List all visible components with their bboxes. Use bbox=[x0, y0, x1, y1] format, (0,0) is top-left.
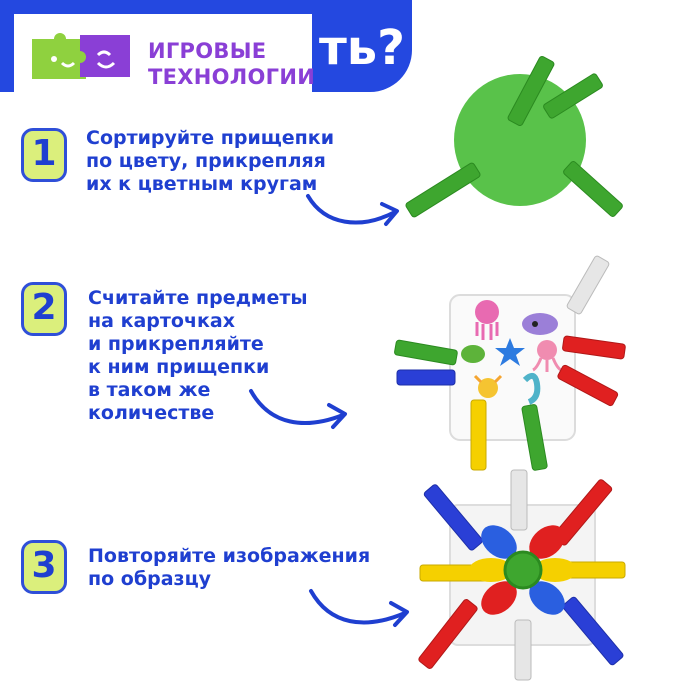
green-circle-with-clothespins-icon bbox=[405, 56, 623, 218]
step-3-line: по образцу bbox=[88, 568, 212, 590]
step-2-text: Считайте предметы на карточках и прикреп… bbox=[88, 287, 308, 425]
step-2-line: в таком же bbox=[88, 379, 211, 401]
brand-logo: ИГРОВЫЕ ТЕХНОЛОГИИ bbox=[14, 14, 315, 94]
step-2-line: к ним прищепки bbox=[88, 356, 270, 378]
step-2-line: Считайте предметы bbox=[88, 287, 308, 309]
banner-title-fragment: ть? bbox=[318, 20, 405, 76]
brand-line-2: ТЕХНОЛОГИИ bbox=[148, 65, 316, 89]
step-1-badge: 1 bbox=[21, 128, 67, 182]
step-2-line: и прикрепляйте bbox=[88, 333, 264, 355]
step-1-line: Сортируйте прищепки bbox=[86, 127, 335, 149]
step-1-text: Сортируйте прищепки по цвету, прикрепляя… bbox=[86, 127, 334, 196]
step-3-line: Повторяйте изображения bbox=[88, 545, 371, 567]
step-1-line: по цвету, прикрепляя bbox=[86, 150, 326, 172]
curved-arrow-icon bbox=[306, 194, 399, 226]
step-3-badge: 3 bbox=[21, 540, 67, 594]
brand-line-1: ИГРОВЫЕ bbox=[148, 39, 267, 63]
sea-animal-card-with-clothespins-icon bbox=[394, 255, 626, 471]
step-3-text: Повторяйте изображения по образцу bbox=[88, 545, 370, 591]
flower-pattern-with-clothespins-icon bbox=[418, 469, 626, 681]
step-2-line: на карточках bbox=[88, 310, 235, 332]
step-2-line: количестве bbox=[88, 402, 215, 424]
step-2-badge: 2 bbox=[21, 282, 67, 336]
brand-name: ИГРОВЫЕ ТЕХНОЛОГИИ bbox=[148, 38, 315, 90]
puzzle-logo-icon bbox=[32, 33, 130, 79]
curved-arrow-icon bbox=[249, 389, 347, 429]
step-1-line: их к цветным кругам bbox=[86, 173, 318, 195]
curved-arrow-icon bbox=[309, 589, 409, 627]
